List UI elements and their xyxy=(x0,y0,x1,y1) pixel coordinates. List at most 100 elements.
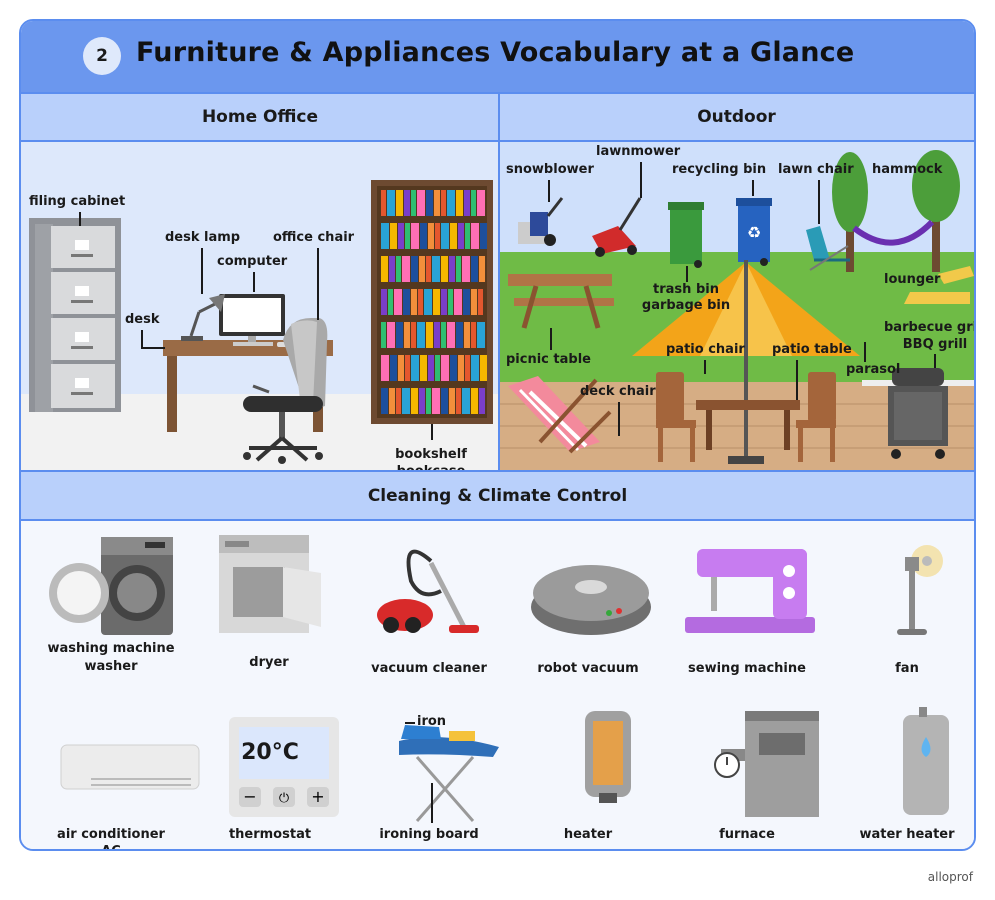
book-icon xyxy=(405,355,410,381)
book-icon xyxy=(462,388,470,414)
book-icon xyxy=(390,223,397,249)
label-desk-lamp: desk lamp xyxy=(165,230,241,245)
book-icon xyxy=(456,256,461,282)
book-icon xyxy=(403,289,410,315)
book-icon xyxy=(447,190,455,216)
book-icon xyxy=(387,322,395,348)
book-icon xyxy=(381,289,387,315)
label-furnace: furnace xyxy=(719,827,775,842)
book-icon xyxy=(465,355,470,381)
book-icon xyxy=(477,190,485,216)
label-filing-cabinet: filing cabinet xyxy=(29,194,126,209)
book-icon xyxy=(471,322,476,348)
book-icon xyxy=(441,388,448,414)
book-icon xyxy=(441,223,449,249)
book-icon xyxy=(435,223,440,249)
label-snowblower: snowblower xyxy=(506,162,594,177)
book-icon xyxy=(426,190,433,216)
label-lawnmower: lawnmower xyxy=(596,144,681,159)
brand-logo: alloprof xyxy=(927,870,973,884)
label-computer: computer xyxy=(217,254,288,269)
book-icon xyxy=(419,256,425,282)
book-icon xyxy=(428,223,434,249)
book-icon xyxy=(396,190,403,216)
sewing-machine-icon xyxy=(685,549,815,633)
section-divider xyxy=(498,92,500,470)
label-vacuum-cleaner: vacuum cleaner xyxy=(371,661,487,676)
book-icon xyxy=(458,223,464,249)
water-heater-icon xyxy=(903,707,949,815)
book-icon xyxy=(381,190,386,216)
patio-table-icon xyxy=(696,400,800,450)
lawnmower-icon xyxy=(592,197,642,257)
book-icon xyxy=(447,322,455,348)
book-icon xyxy=(463,289,470,315)
label-dryer: dryer xyxy=(249,655,289,670)
label-trash-bin: trash bin xyxy=(653,282,719,297)
book-icon xyxy=(388,289,393,315)
outdoor-illustration: ♻ xyxy=(500,142,974,470)
label-barbecue-grill: barbecue grill xyxy=(883,320,974,335)
svg-text:♻: ♻ xyxy=(747,223,761,242)
book-icon xyxy=(454,289,462,315)
label-washer: washer xyxy=(84,659,138,674)
book-icon xyxy=(387,190,395,216)
book-icon xyxy=(433,289,440,315)
book-icon xyxy=(381,223,389,249)
book-icon xyxy=(420,223,427,249)
label-lawn-chair: lawn chair xyxy=(778,162,854,177)
home-office-illustration xyxy=(21,180,498,470)
heater-icon xyxy=(585,711,631,803)
book-icon xyxy=(456,322,463,348)
book-icon xyxy=(464,190,470,216)
book-icon xyxy=(404,322,410,348)
thermostat-display: 20°C xyxy=(241,740,299,765)
book-icon xyxy=(434,322,440,348)
book-icon xyxy=(411,355,419,381)
book-icon xyxy=(426,388,431,414)
label-bookcase: bookcase xyxy=(397,464,466,470)
label-desk: desk xyxy=(125,312,160,327)
air-conditioner-icon xyxy=(60,744,200,790)
book-icon xyxy=(456,190,463,216)
header-bar: 2 Furniture & Appliances Vocabulary at a… xyxy=(21,21,974,92)
book-icon xyxy=(448,289,453,315)
label-deck-chair: deck chair xyxy=(580,384,656,399)
washing-machine-icon xyxy=(49,537,173,635)
label-heater: heater xyxy=(563,827,613,842)
svg-text:+: + xyxy=(311,787,324,806)
deck-chair-icon xyxy=(508,376,612,454)
book-icon xyxy=(456,388,461,414)
ironing-board-icon xyxy=(399,737,499,822)
book-icon xyxy=(480,355,487,381)
outdoor-panel: ♻ xyxy=(500,142,974,470)
book-icon xyxy=(462,256,470,282)
label-office-chair: office chair xyxy=(273,230,355,245)
book-icon xyxy=(381,256,388,282)
book-icon xyxy=(471,355,479,381)
dryer-icon xyxy=(219,535,321,633)
book-icon xyxy=(389,256,395,282)
book-icon xyxy=(428,355,434,381)
book-icon xyxy=(418,289,423,315)
infographic-frame: 2 Furniture & Appliances Vocabulary at a… xyxy=(19,19,976,851)
cleaning-panel: − ⏻ + xyxy=(21,521,974,849)
book-icon xyxy=(381,355,389,381)
page-title: Furniture & Appliances Vocabulary at a G… xyxy=(136,37,855,68)
book-icon xyxy=(411,223,419,249)
label-lounger: lounger xyxy=(884,272,941,287)
label-bookshelf: bookshelf xyxy=(395,447,467,462)
book-icon xyxy=(411,322,416,348)
book-icon xyxy=(398,223,404,249)
book-icon xyxy=(441,190,446,216)
label-recycling-bin: recycling bin xyxy=(672,162,767,177)
barbecue-grill-icon xyxy=(862,368,974,459)
book-icon xyxy=(435,355,440,381)
label-hammock: hammock xyxy=(872,162,943,177)
book-icon xyxy=(417,322,425,348)
lounger-icon xyxy=(904,266,974,304)
book-icon xyxy=(449,388,455,414)
iron-icon xyxy=(401,725,475,741)
cleaning-illustration: − ⏻ + xyxy=(49,535,949,822)
book-icon xyxy=(398,355,404,381)
